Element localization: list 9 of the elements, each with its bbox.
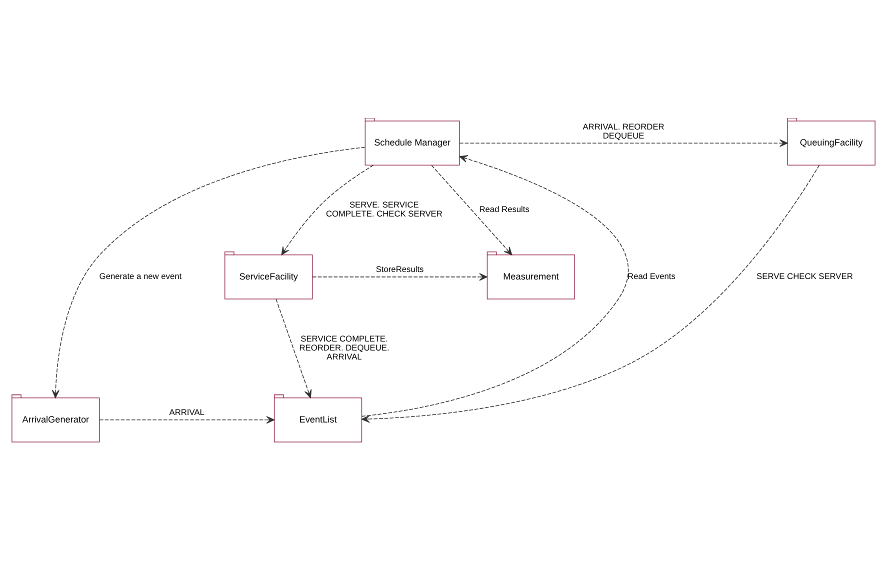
edge-label: SERVICE COMPLETE. REORDER. DEQUEUE. ARRIVAL — [299, 332, 390, 362]
edge-label: SERVE. SERVICE COMPLETE. CHECK SERVER — [326, 199, 442, 218]
edge-label: ARRIVAL. REORDER DEQUEUE — [582, 120, 664, 140]
edge-label: SERVE CHECK SERVER — [756, 270, 853, 281]
edge-label: Generate a new event — [99, 270, 182, 281]
edge-label: Read Results — [479, 204, 530, 214]
edge-label: StoreResults — [376, 264, 424, 274]
edge-label: ARRIVAL — [169, 406, 204, 417]
edge-label: Read Events — [628, 270, 676, 281]
